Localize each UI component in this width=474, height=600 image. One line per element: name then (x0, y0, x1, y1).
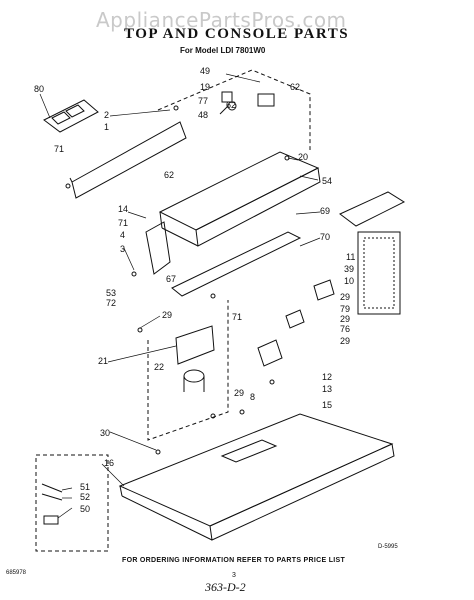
callout-29c: 29 (340, 314, 350, 324)
callout-8: 8 (250, 392, 255, 402)
callout-71c: 71 (232, 312, 242, 322)
callout-12: 12 (322, 372, 332, 382)
callout-67: 67 (166, 274, 176, 284)
callout-71: 71 (54, 144, 64, 154)
part-11-vent (339, 191, 406, 315)
callout-52: 52 (80, 492, 90, 502)
callout-3: 3 (120, 244, 125, 254)
callout-80: 80 (34, 84, 44, 94)
callout-21: 21 (98, 356, 108, 366)
callout-29a: 29 (162, 310, 172, 320)
callout-48: 48 (198, 110, 208, 120)
callout-20: 20 (298, 152, 308, 162)
part-4-endcap (145, 221, 171, 275)
callout-54: 54 (322, 176, 332, 186)
callout-2: 2 (104, 110, 109, 120)
callout-4: 4 (120, 230, 125, 240)
screws (65, 105, 290, 455)
part-53-strip (171, 231, 302, 297)
leader-lines (39, 73, 321, 519)
callout-22: 22 (154, 362, 164, 372)
callout-62a: 62 (226, 100, 236, 110)
dashed-outline-lower (147, 300, 229, 441)
callout-71b: 71 (118, 218, 128, 228)
part-1-panel (69, 121, 187, 199)
ordering-footer: FOR ORDERING INFORMATION REFER TO PARTS … (122, 557, 346, 564)
model-subtitle: For Model LDI 7801W0 (180, 46, 266, 55)
callout-1: 1 (104, 122, 109, 132)
part-54-console (158, 151, 321, 247)
callout-16: 16 (104, 458, 114, 468)
page-number: 3 (232, 572, 236, 579)
callout-72: 72 (106, 298, 116, 308)
callout-62b: 62 (290, 82, 300, 92)
callout-39: 39 (344, 264, 354, 274)
callout-50: 50 (80, 504, 90, 514)
callout-69: 69 (320, 206, 330, 216)
callout-77: 77 (198, 96, 208, 106)
callout-11: 11 (346, 252, 355, 262)
figure-code: D-5995 (378, 544, 398, 550)
inset-box (35, 454, 109, 552)
callout-labels: 80 2 1 71 49 19 77 48 62 62 20 62 54 14 … (34, 66, 355, 514)
part-16-top (118, 413, 395, 541)
callout-15: 15 (322, 400, 332, 410)
part-21-timer (175, 325, 215, 392)
callout-29e: 29 (234, 388, 244, 398)
callout-14: 14 (118, 204, 128, 214)
callout-10: 10 (344, 276, 354, 286)
document-number: 685978 (6, 570, 27, 576)
callout-53: 53 (106, 288, 116, 298)
callout-51: 51 (80, 482, 90, 492)
callout-29d: 29 (340, 336, 350, 346)
watermark: AppliancePartsPros.com (96, 8, 347, 32)
part-80-plate (43, 99, 99, 133)
callout-49: 49 (200, 66, 210, 76)
part-79-bracket (257, 279, 335, 367)
part-49-switch (219, 91, 275, 115)
callout-30: 30 (100, 428, 110, 438)
callout-79: 79 (340, 304, 350, 314)
callout-29b: 29 (340, 292, 350, 302)
diagram-title: TOP AND CONSOLE PARTS (124, 26, 350, 42)
inset-parts (41, 483, 63, 525)
handwritten-note: 363-D-2 (205, 580, 246, 594)
callout-76: 76 (340, 324, 350, 334)
callout-19: 19 (200, 82, 210, 92)
callout-62c: 62 (164, 170, 174, 180)
callout-70: 70 (320, 232, 330, 242)
dashed-outline-upper (157, 69, 311, 150)
callout-13: 13 (322, 384, 332, 394)
